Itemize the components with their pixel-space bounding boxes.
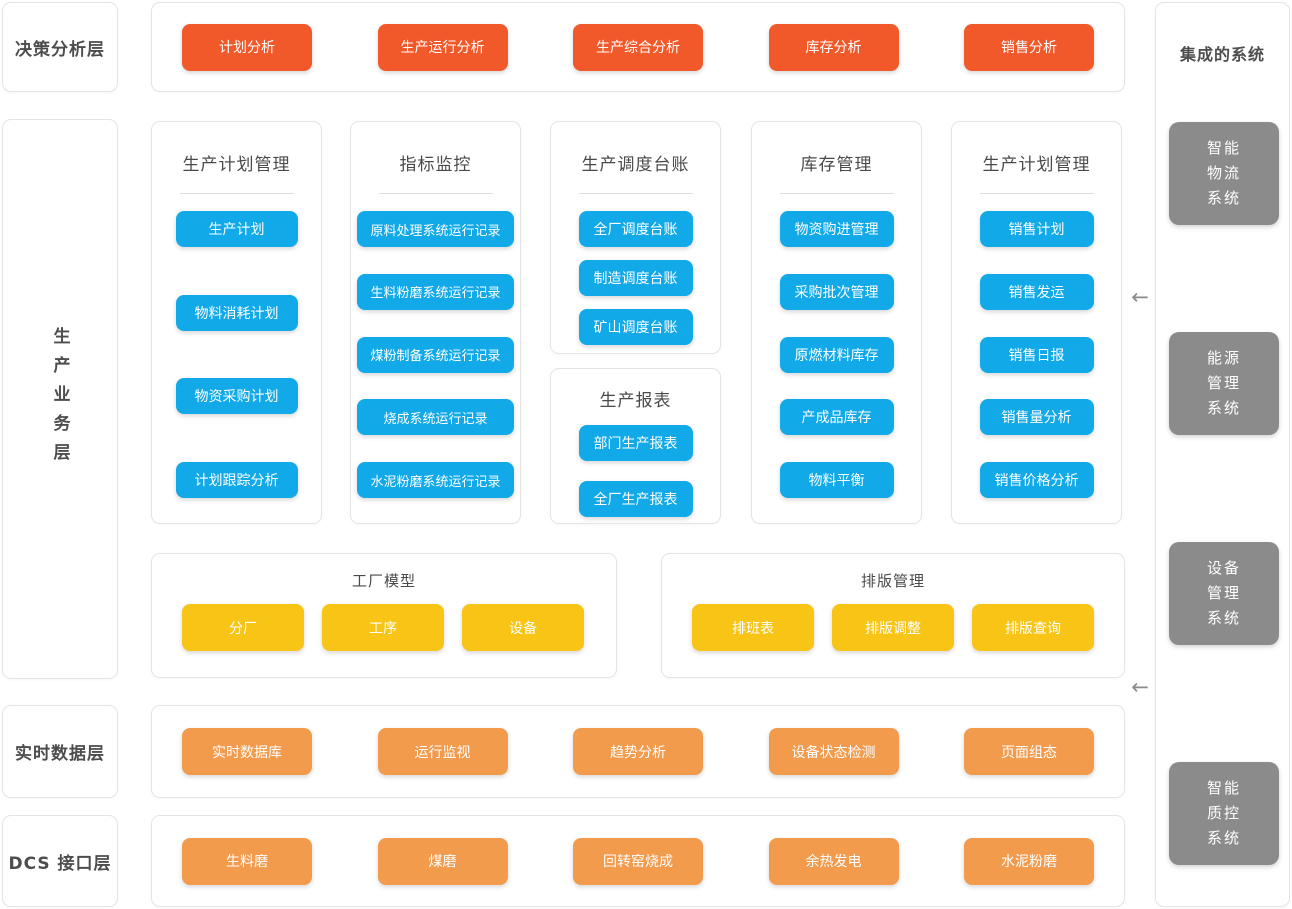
module-button-plant-production-report[interactable]: 全厂生产报表 <box>578 481 693 517</box>
module-button-sales-plan[interactable]: 销售计划 <box>979 211 1094 247</box>
panel-title: 生产计划管理 <box>182 155 291 175</box>
dcs-button-raw-meal-mill[interactable]: 生料磨 <box>182 837 312 885</box>
decision-button-production-operation-analysis[interactable]: 生产运行分析 <box>377 23 508 71</box>
system-line: 系统 <box>1206 608 1241 627</box>
integrated-systems-title: 集成的系统 <box>1179 45 1265 64</box>
decision-layer-label: 决策分析层 <box>15 39 105 60</box>
module-button-department-production-report[interactable]: 部门生产报表 <box>578 425 693 461</box>
title-divider <box>779 193 894 194</box>
realtime-button-equipment-status-detection[interactable]: 设备状态检测 <box>768 728 899 775</box>
system-line: 系统 <box>1206 188 1241 207</box>
panel-title: 排版管理 <box>860 572 925 590</box>
module-button-plan-tracking-analysis[interactable]: 计划跟踪分析 <box>175 461 298 498</box>
module-button-finished-product-inventory[interactable]: 产成品库存 <box>779 399 894 436</box>
title-divider <box>179 193 294 194</box>
module-button-raw-meal-grinding-record[interactable]: 生料粉磨系统运行记录 <box>357 273 514 310</box>
module-button-sales-price-analysis[interactable]: 销售价格分析 <box>979 462 1094 498</box>
system-line: 管理 <box>1206 584 1241 603</box>
dcs-button-cement-grinding[interactable]: 水泥粉磨 <box>964 837 1094 885</box>
panel-production-reports: 生产报表 部门生产报表 全厂生产报表 <box>550 368 721 524</box>
module-button-production-plan[interactable]: 生产计划 <box>175 211 298 247</box>
system-line: 系统 <box>1206 828 1241 847</box>
panel-title: 指标监控 <box>399 155 472 175</box>
model-button-process[interactable]: 工序 <box>322 604 444 651</box>
panel-title: 库存管理 <box>800 155 873 175</box>
system-line: 物流 <box>1206 164 1241 183</box>
module-button-purchase-batch-management[interactable]: 采购批次管理 <box>779 273 894 310</box>
module-button-sales-daily-report[interactable]: 销售日报 <box>979 336 1094 373</box>
panel-title: 生产计划管理 <box>982 155 1091 175</box>
decision-button-plan-analysis[interactable]: 计划分析 <box>182 23 312 71</box>
system-line: 质控 <box>1206 804 1241 823</box>
panel-title: 工厂模型 <box>351 572 416 590</box>
integrated-systems-sidebar: 集成的系统 智能 物流 系统 能源 管理 系统 设备 管理 系统 智能 质控 系… <box>1155 2 1290 907</box>
module-button-raw-fuel-material-inventory[interactable]: 原燃材料库存 <box>779 336 894 373</box>
decision-layer-row: 计划分析 生产运行分析 生产综合分析 库存分析 销售分析 <box>151 2 1125 92</box>
layout-button-shift-schedule[interactable]: 排班表 <box>692 604 814 651</box>
system-box-smart-quality-control[interactable]: 智能 质控 系统 <box>1169 762 1279 865</box>
module-button-raw-material-processing-record[interactable]: 原料处理系统运行记录 <box>357 211 514 247</box>
system-line: 智能 <box>1206 139 1241 158</box>
model-button-equipment[interactable]: 设备 <box>462 604 584 651</box>
dcs-button-rotary-kiln-sintering[interactable]: 回转窑烧成 <box>573 837 703 885</box>
decision-button-production-comprehensive-analysis[interactable]: 生产综合分析 <box>573 23 703 71</box>
module-button-material-purchase-management[interactable]: 物资购进管理 <box>779 211 894 247</box>
layout-button-layout-adjustment[interactable]: 排版调整 <box>832 604 954 651</box>
panel-indicator-monitoring: 指标监控 原料处理系统运行记录 生料粉磨系统运行记录 煤粉制备系统运行记录 烧成… <box>350 121 521 524</box>
system-box-energy-management[interactable]: 能源 管理 系统 <box>1169 332 1279 435</box>
system-line: 能源 <box>1206 349 1241 368</box>
dcs-button-coal-mill[interactable]: 煤磨 <box>377 837 508 885</box>
business-layer-label: 生产业务层 <box>49 326 70 472</box>
left-arrow-icon: ← <box>1131 675 1149 699</box>
realtime-button-realtime-database[interactable]: 实时数据库 <box>182 728 312 775</box>
module-button-manufacturing-dispatch-ledger[interactable]: 制造调度台账 <box>578 260 693 296</box>
module-button-coal-powder-preparation-record[interactable]: 煤粉制备系统运行记录 <box>357 336 514 373</box>
panel-title: 生产报表 <box>599 391 672 411</box>
title-divider <box>979 193 1094 194</box>
realtime-layer-label: 实时数据层 <box>15 744 105 764</box>
title-divider <box>378 193 493 194</box>
realtime-button-page-configuration[interactable]: 页面组态 <box>964 728 1094 775</box>
realtime-button-trend-analysis[interactable]: 趋势分析 <box>573 728 703 775</box>
system-box-equipment-management[interactable]: 设备 管理 系统 <box>1169 542 1279 645</box>
module-button-material-consumption-plan[interactable]: 物料消耗计划 <box>175 294 298 331</box>
panel-title: 生产调度台账 <box>581 155 690 175</box>
module-button-sales-shipping[interactable]: 销售发运 <box>979 273 1094 310</box>
system-line: 智能 <box>1206 779 1241 798</box>
model-button-branch-factory[interactable]: 分厂 <box>182 604 304 651</box>
system-line: 管理 <box>1206 374 1241 393</box>
module-button-sintering-system-record[interactable]: 烧成系统运行记录 <box>357 399 514 436</box>
system-line: 设备 <box>1206 559 1241 578</box>
title-divider <box>578 193 693 194</box>
module-button-material-balance[interactable]: 物料平衡 <box>779 462 894 498</box>
panel-production-plan-management: 生产计划管理 生产计划 物料消耗计划 物资采购计划 计划跟踪分析 <box>151 121 322 524</box>
dcs-layer-label: DCS 接口层 <box>8 853 112 874</box>
dcs-button-waste-heat-power[interactable]: 余热发电 <box>768 837 899 885</box>
decision-button-sales-analysis[interactable]: 销售分析 <box>964 23 1094 71</box>
decision-button-inventory-analysis[interactable]: 库存分析 <box>768 23 899 71</box>
module-button-mine-dispatch-ledger[interactable]: 矿山调度台账 <box>578 309 693 345</box>
panel-inventory-management: 库存管理 物资购进管理 采购批次管理 原燃材料库存 产成品库存 物料平衡 <box>751 121 922 524</box>
decision-layer-label-box: 决策分析层 <box>2 2 118 92</box>
module-button-plant-dispatch-ledger[interactable]: 全厂调度台账 <box>578 211 693 247</box>
panel-production-dispatch-ledger: 生产调度台账 全厂调度台账 制造调度台账 矿山调度台账 <box>550 121 721 354</box>
panel-factory-model: 工厂模型 分厂 工序 设备 <box>151 553 617 678</box>
module-button-cement-grinding-record[interactable]: 水泥粉磨系统运行记录 <box>357 462 514 498</box>
business-layer-label-box: 生产业务层 <box>2 119 118 679</box>
layout-button-layout-query[interactable]: 排版查询 <box>972 604 1094 651</box>
module-button-sales-volume-analysis[interactable]: 销售量分析 <box>979 399 1094 436</box>
realtime-layer-row: 实时数据库 运行监视 趋势分析 设备状态检测 页面组态 <box>151 705 1125 798</box>
system-line: 系统 <box>1206 398 1241 417</box>
left-arrow-icon: ← <box>1131 285 1149 309</box>
panel-production-plan-management-right: 生产计划管理 销售计划 销售发运 销售日报 销售量分析 销售价格分析 <box>951 121 1122 524</box>
dcs-layer-row: 生料磨 煤磨 回转窑烧成 余热发电 水泥粉磨 <box>151 815 1125 907</box>
panel-layout-management: 排版管理 排班表 排版调整 排版查询 <box>661 553 1125 678</box>
realtime-layer-label-box: 实时数据层 <box>2 705 118 798</box>
module-button-material-purchase-plan[interactable]: 物资采购计划 <box>175 378 298 415</box>
realtime-button-operation-monitoring[interactable]: 运行监视 <box>377 728 508 775</box>
system-box-smart-logistics[interactable]: 智能 物流 系统 <box>1169 122 1279 225</box>
dcs-layer-label-box: DCS 接口层 <box>2 815 118 907</box>
